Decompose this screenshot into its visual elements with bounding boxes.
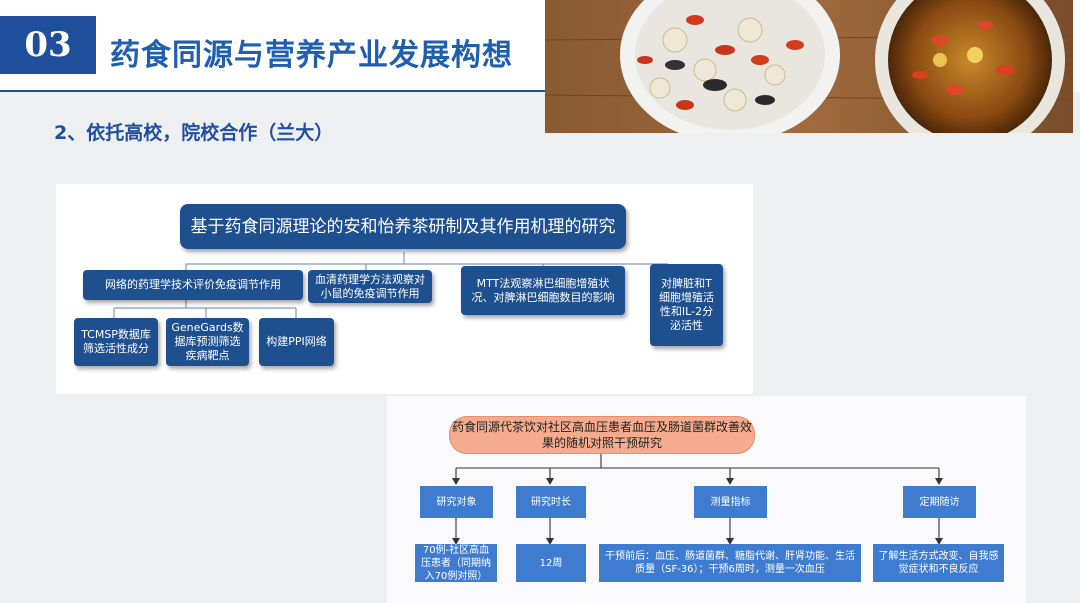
- diagram1-branch-1: 网络的药理学技术评价免疫调节作用: [83, 270, 303, 300]
- diagram2-category-1: 研究对象: [420, 486, 493, 518]
- diagram2-category-3: 测量指标: [694, 486, 767, 518]
- diagram2-detail-2: 12周: [516, 544, 586, 582]
- herbal-tea-illustration: [545, 0, 1073, 133]
- diagram2-detail-4: 了解生活方式改变、自我感觉症状和不良反应: [873, 544, 1004, 582]
- diagram1-main-box: 基于药食同源理论的安和怡养茶研制及其作用机理的研究: [180, 204, 626, 249]
- diagram2-detail-1: 70例-社区高血压患者（同期纳入70例对照）: [415, 544, 497, 582]
- diagram1-sub-1: TCMSP数据库筛选活性成分: [74, 318, 158, 366]
- diagram1-branch-4: 对脾脏和T细胞增殖活性和IL-2分泌活性: [650, 264, 723, 346]
- diagram1-sub-3: 构建PPI网络: [259, 318, 334, 366]
- diagram2-main-box: 药食同源代茶饮对社区高血压患者血压及肠道菌群改善效果的随机对照干预研究: [449, 416, 755, 454]
- diagram1-branch-3: MTT法观察淋巴细胞增殖状况、对脾淋巴细胞数目的影响: [461, 266, 625, 315]
- diagram2-category-2: 研究时长: [516, 486, 586, 518]
- diagram2-category-4: 定期随访: [903, 486, 976, 518]
- herbal-tea-photo: [545, 0, 1073, 133]
- research-diagram-1: 基于药食同源理论的安和怡养茶研制及其作用机理的研究 网络的药理学技术评价免疫调节…: [56, 184, 753, 394]
- diagram1-sub-2: GeneGards数据库预测筛选疾病靶点: [166, 318, 249, 366]
- title-underline: [0, 90, 545, 92]
- research-diagram-2: 药食同源代茶饮对社区高血压患者血压及肠道菌群改善效果的随机对照干预研究 研究对象…: [387, 396, 1026, 603]
- section-number: 03: [0, 16, 96, 74]
- diagram1-branch-2: 血清药理学方法观察对小鼠的免疫调节作用: [308, 270, 432, 303]
- page-title: 药食同源与营养产业发展构想: [110, 38, 513, 73]
- diagram1-connectors: [113, 252, 669, 318]
- diagram2-detail-3: 干预前后：血压、肠道菌群、糖脂代谢、肝肾功能、生活质量（SF-36）；干预6周时…: [599, 544, 861, 582]
- page-subtitle: 2、依托高校，院校合作（兰大）: [54, 122, 334, 144]
- diagram2-connectors: [452, 453, 943, 545]
